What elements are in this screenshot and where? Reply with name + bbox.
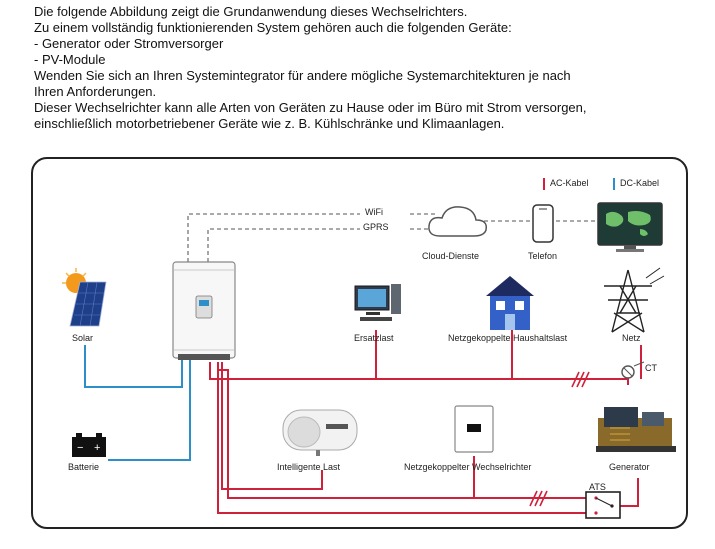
generator-icon [596, 407, 676, 452]
ac-ats-cable [217, 370, 586, 514]
ats-label: ATS [589, 482, 606, 492]
gprs-line [207, 228, 360, 262]
battery-label: Batterie [68, 462, 100, 472]
system-diagram-frame [31, 157, 688, 529]
intro-line: - Generator oder Stromversorger [34, 36, 224, 51]
cloud-label: Cloud-Dienste [422, 251, 480, 261]
power-tower-icon [604, 267, 665, 333]
svg-text:+: + [94, 442, 100, 454]
generator-label: Generator [609, 462, 650, 472]
dc-cables [84, 345, 191, 461]
water-heater-icon [282, 409, 358, 456]
grid-tie-inverter-icon [454, 405, 494, 453]
ct-label: CT [645, 363, 657, 373]
ac-grid-cable [209, 362, 629, 385]
wifi-line [187, 213, 360, 262]
legend-ac-label: AC-Kabel [550, 178, 589, 188]
intro-line: Dieser Wechselrichter kann alle Arten vo… [34, 100, 587, 115]
computer-icon [354, 284, 401, 321]
backup-load-label: Ersatzlast [354, 333, 394, 343]
smart-load-label: Intelligente Last [277, 462, 341, 472]
ac-generator-cable [620, 478, 639, 507]
grid-load-label: Netzgekoppelte Haushaltslast [448, 333, 568, 343]
intro-line: Ihren Anforderungen. [34, 84, 157, 99]
cable-ticks [529, 371, 590, 507]
ct-sensor-icon [621, 361, 645, 379]
house-icon [486, 276, 534, 330]
grid-label: Netz [622, 333, 641, 343]
hybrid-inverter-icon [172, 261, 236, 360]
gprs-label: GPRS [363, 222, 389, 232]
ac-smartload-cable [221, 362, 323, 490]
dc-battery-cable [108, 360, 191, 461]
battery-icon: − + [72, 433, 106, 457]
cloud-icon [428, 206, 488, 237]
solar-panel-icon [62, 268, 107, 327]
comm-lines [187, 213, 598, 262]
intro-line: Wenden Sie sich an Ihren Systemintegrato… [34, 68, 571, 83]
phone-label: Telefon [528, 251, 558, 261]
intro-line: - PV-Module [34, 52, 106, 67]
svg-text:−: − [77, 442, 83, 454]
monitor-icon [597, 202, 663, 252]
intro-line: einschließlich motorbetriebener Geräte w… [34, 116, 505, 131]
ac-gen-cable [217, 362, 586, 499]
grid-inverter-label: Netzgekoppelter Wechselrichter [404, 462, 532, 472]
dc-solar-cable [84, 345, 183, 388]
ats-switch-icon [585, 491, 621, 519]
legend-dc-label: DC-Kabel [620, 178, 660, 188]
intro-line: Die folgende Abbildung zeigt die Grundan… [34, 4, 468, 19]
ac-cables [209, 330, 642, 514]
wifi-label: WiFi [365, 207, 383, 217]
intro-text: Die folgende Abbildung zeigt die Grundan… [34, 4, 704, 132]
intro-line: Zu einem vollständig funktionierenden Sy… [34, 20, 512, 35]
phone-icon [532, 204, 554, 243]
solar-label: Solar [72, 333, 94, 343]
